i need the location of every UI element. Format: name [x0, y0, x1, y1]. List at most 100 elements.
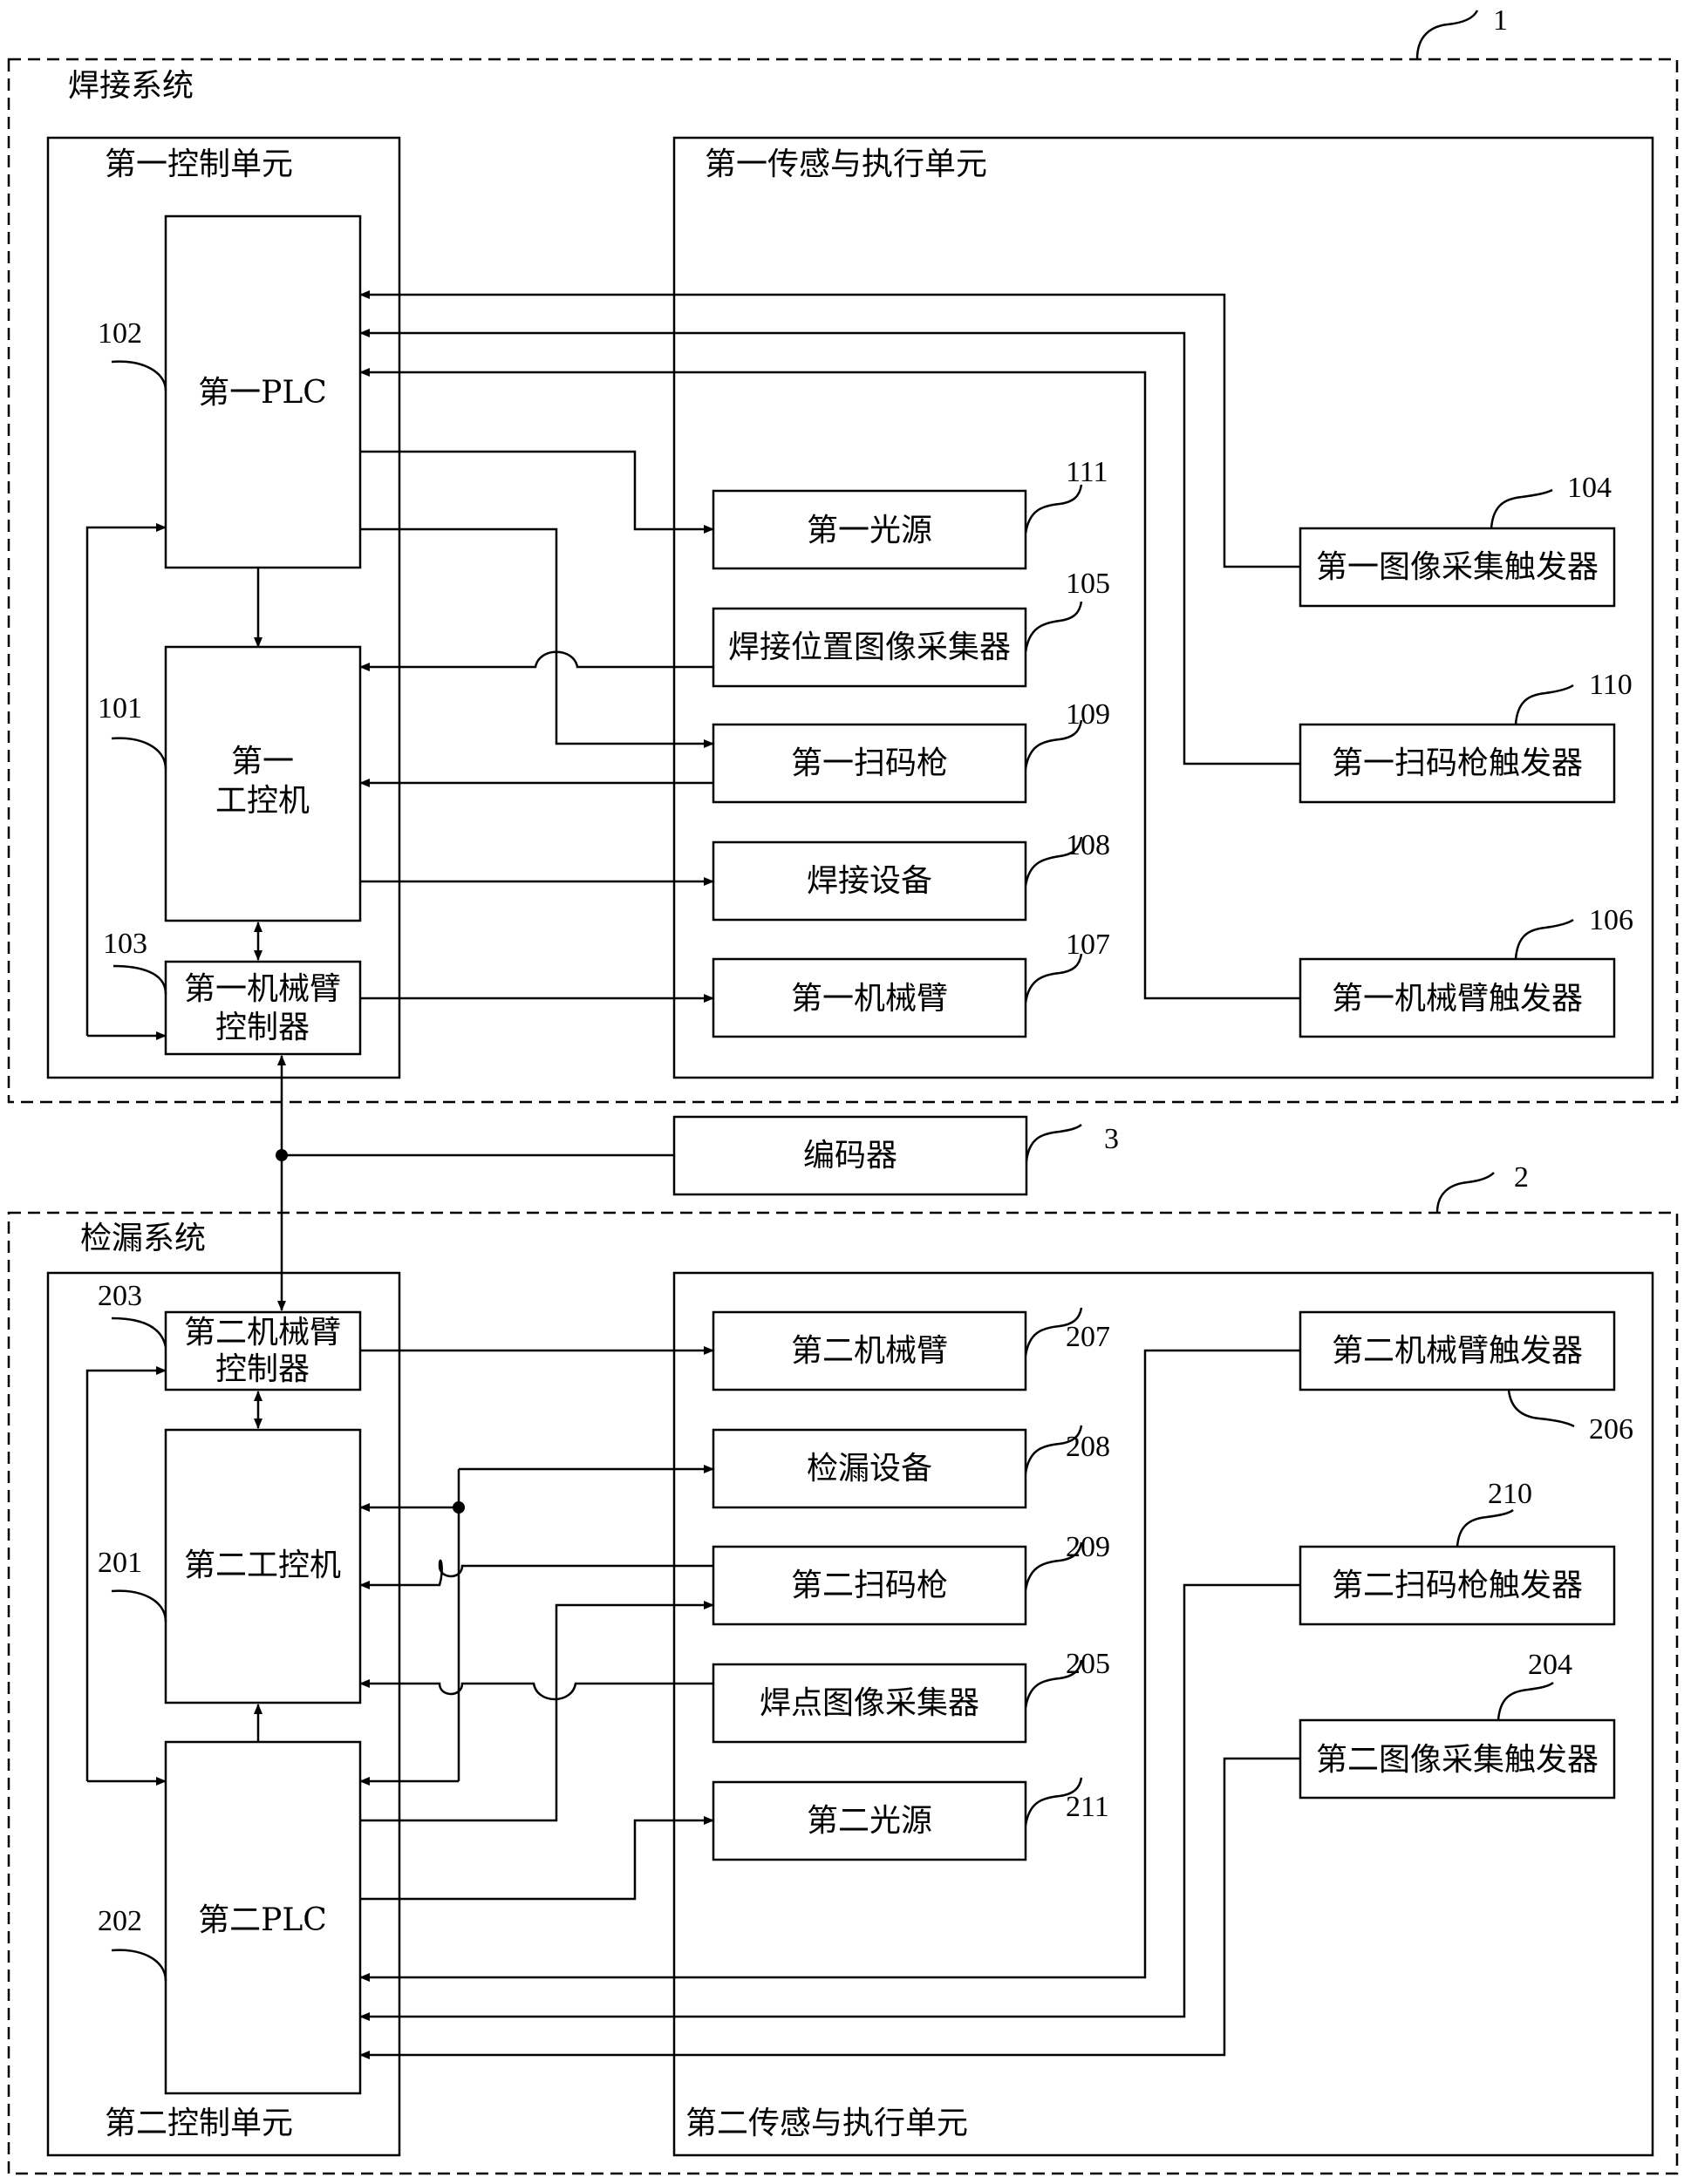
second-light-source-label: 第二光源	[807, 1803, 932, 1839]
second-arm-trigger-ref-leader	[1507, 1389, 1575, 1428]
plc2-to-second-scanner	[360, 1601, 714, 1822]
second-sensing-unit-label: 第二传感与执行单元	[685, 2106, 968, 2141]
first-light-source-label: 第一光源	[807, 513, 932, 548]
weld-spot-camera-to-ipc2	[359, 1679, 713, 1701]
second-arm-ref: 207	[1066, 1321, 1110, 1353]
second-scanner-ref: 209	[1066, 1531, 1110, 1563]
welding-equipment-ref-leader	[1024, 836, 1083, 887]
armctl2-plc2-loop-top	[85, 1366, 167, 1781]
first-plc-ref: 102	[98, 317, 142, 350]
first-arm-ref: 107	[1066, 929, 1110, 961]
first-scanner-trigger-label: 第一扫码枪触发器	[1332, 745, 1583, 781]
first-scanner-block	[712, 723, 1027, 804]
second-image-trigger-ref: 204	[1528, 1649, 1572, 1681]
plc1-to-first-light	[360, 450, 714, 534]
leak-system-ref: 2	[1514, 1161, 1529, 1194]
second-control-unit-label: 第二控制单元	[105, 2106, 293, 2141]
second-ipc-ref: 201	[98, 1547, 142, 1579]
second-arm-ref-leader	[1024, 1307, 1083, 1357]
first-sensing-unit-label: 第一传感与执行单元	[705, 146, 987, 182]
weld-spot-camera-block	[712, 1663, 1027, 1744]
welding-equipment-block	[712, 840, 1027, 922]
leak-system-title: 检漏系统	[80, 1221, 206, 1256]
second-scanner-trigger-ref-leader	[1456, 1508, 1514, 1548]
first-arm-block	[712, 957, 1027, 1038]
welding-position-camera-ref-leader	[1024, 601, 1083, 653]
first-arm-trigger-ref-leader	[1514, 918, 1574, 960]
leak-system-ref-leader	[1435, 1172, 1495, 1214]
weld-spot-camera-ref-leader	[1024, 1659, 1083, 1709]
first-ipc-label-line2: 工控机	[215, 783, 310, 819]
first-image-trigger-ref: 104	[1567, 472, 1612, 504]
encoder-block	[672, 1115, 1028, 1196]
plc1-armctl1-loop	[85, 523, 167, 1036]
second-plc-ref-leader	[111, 1949, 167, 1982]
weld-spot-camera-ref: 205	[1066, 1648, 1110, 1680]
second-image-trigger-label: 第二图像采集触发器	[1316, 1742, 1599, 1778]
second-scanner-label: 第二扫码枪	[791, 1568, 948, 1603]
second-scanner-block	[712, 1545, 1027, 1626]
encoder-ref: 3	[1104, 1123, 1119, 1155]
second-light-source-block	[712, 1780, 1027, 1861]
first-plc-block	[164, 214, 362, 569]
first-ipc-label-line1: 第一	[231, 744, 294, 779]
second-scanner-to-ipc2	[359, 1559, 713, 1589]
second-ipc-ref-leader	[111, 1589, 167, 1623]
second-plc-ref: 202	[98, 1905, 142, 1937]
first-arm-label: 第一机械臂	[791, 981, 948, 1017]
second-sensing-unit	[672, 1271, 1654, 2157]
second-arm-controller-label-line2: 控制器	[215, 1351, 310, 1387]
first-plc-label: 第一PLC	[198, 375, 327, 411]
first-image-trigger-block	[1299, 527, 1616, 608]
second-scanner-trigger-to-plc2	[359, 1583, 1300, 2021]
image-trigger-to-plc1	[359, 290, 1300, 568]
second-plc-block	[164, 1740, 362, 2095]
welding-system-ref-leader	[1415, 10, 1479, 60]
welding-system-frame	[7, 58, 1679, 1104]
plc1-to-first-scanner	[360, 527, 714, 748]
second-image-trigger-to-plc2	[359, 1757, 1300, 2059]
leak-system-frame	[7, 1211, 1679, 2175]
second-ipc-label: 第二工控机	[184, 1548, 341, 1583]
welding-system-title: 焊接系统	[68, 68, 194, 104]
first-scanner-trigger-block	[1299, 723, 1616, 804]
plc2-to-second-light	[360, 1816, 714, 1901]
first-control-unit	[46, 136, 401, 1079]
first-light-source-ref-leader	[1024, 484, 1083, 534]
first-control-unit-label: 第一控制单元	[105, 146, 293, 182]
first-image-trigger-ref-leader	[1490, 488, 1553, 529]
first-scanner-ref: 109	[1066, 698, 1110, 731]
second-scanner-trigger-label: 第二扫码枪触发器	[1332, 1568, 1583, 1603]
second-ipc-block	[164, 1428, 362, 1704]
leak-detector-label: 检漏设备	[807, 1451, 932, 1487]
first-arm-controller-label-line2: 控制器	[215, 1010, 310, 1045]
second-arm-controller-block	[164, 1310, 362, 1391]
encoder-label: 编码器	[803, 1138, 897, 1174]
second-arm-trigger-to-plc2	[359, 1349, 1300, 1982]
second-arm-controller-ref: 203	[98, 1280, 142, 1312]
welding-equipment-label: 焊接设备	[807, 863, 932, 899]
scanner-trigger-to-plc1	[359, 329, 1300, 765]
first-scanner-trigger-ref: 110	[1589, 669, 1633, 701]
second-light-source-ref: 211	[1066, 1791, 1109, 1823]
first-ipc-ref: 101	[98, 692, 142, 725]
second-arm-trigger-label: 第二机械臂触发器	[1332, 1333, 1583, 1369]
second-arm-label: 第二机械臂	[791, 1333, 948, 1369]
leak-detector-ref: 208	[1066, 1431, 1110, 1463]
first-arm-trigger-ref: 106	[1589, 904, 1633, 936]
first-ipc-ref-leader	[111, 737, 167, 770]
first-image-trigger-label: 第一图像采集触发器	[1316, 549, 1599, 585]
first-ipc-block	[164, 645, 362, 922]
first-scanner-label: 第一扫码枪	[791, 745, 948, 781]
first-sensing-unit	[672, 136, 1654, 1079]
second-control-unit	[46, 1271, 401, 2157]
first-arm-controller-block	[164, 960, 362, 1056]
first-light-source-ref: 111	[1066, 456, 1108, 488]
encoder-ref-leader	[1025, 1123, 1082, 1162]
first-scanner-ref-leader	[1024, 719, 1083, 770]
second-arm-block	[712, 1310, 1027, 1391]
leak-detector-ref-leader	[1024, 1425, 1083, 1474]
second-image-trigger-block	[1299, 1718, 1616, 1800]
second-image-trigger-ref-leader	[1497, 1681, 1554, 1721]
